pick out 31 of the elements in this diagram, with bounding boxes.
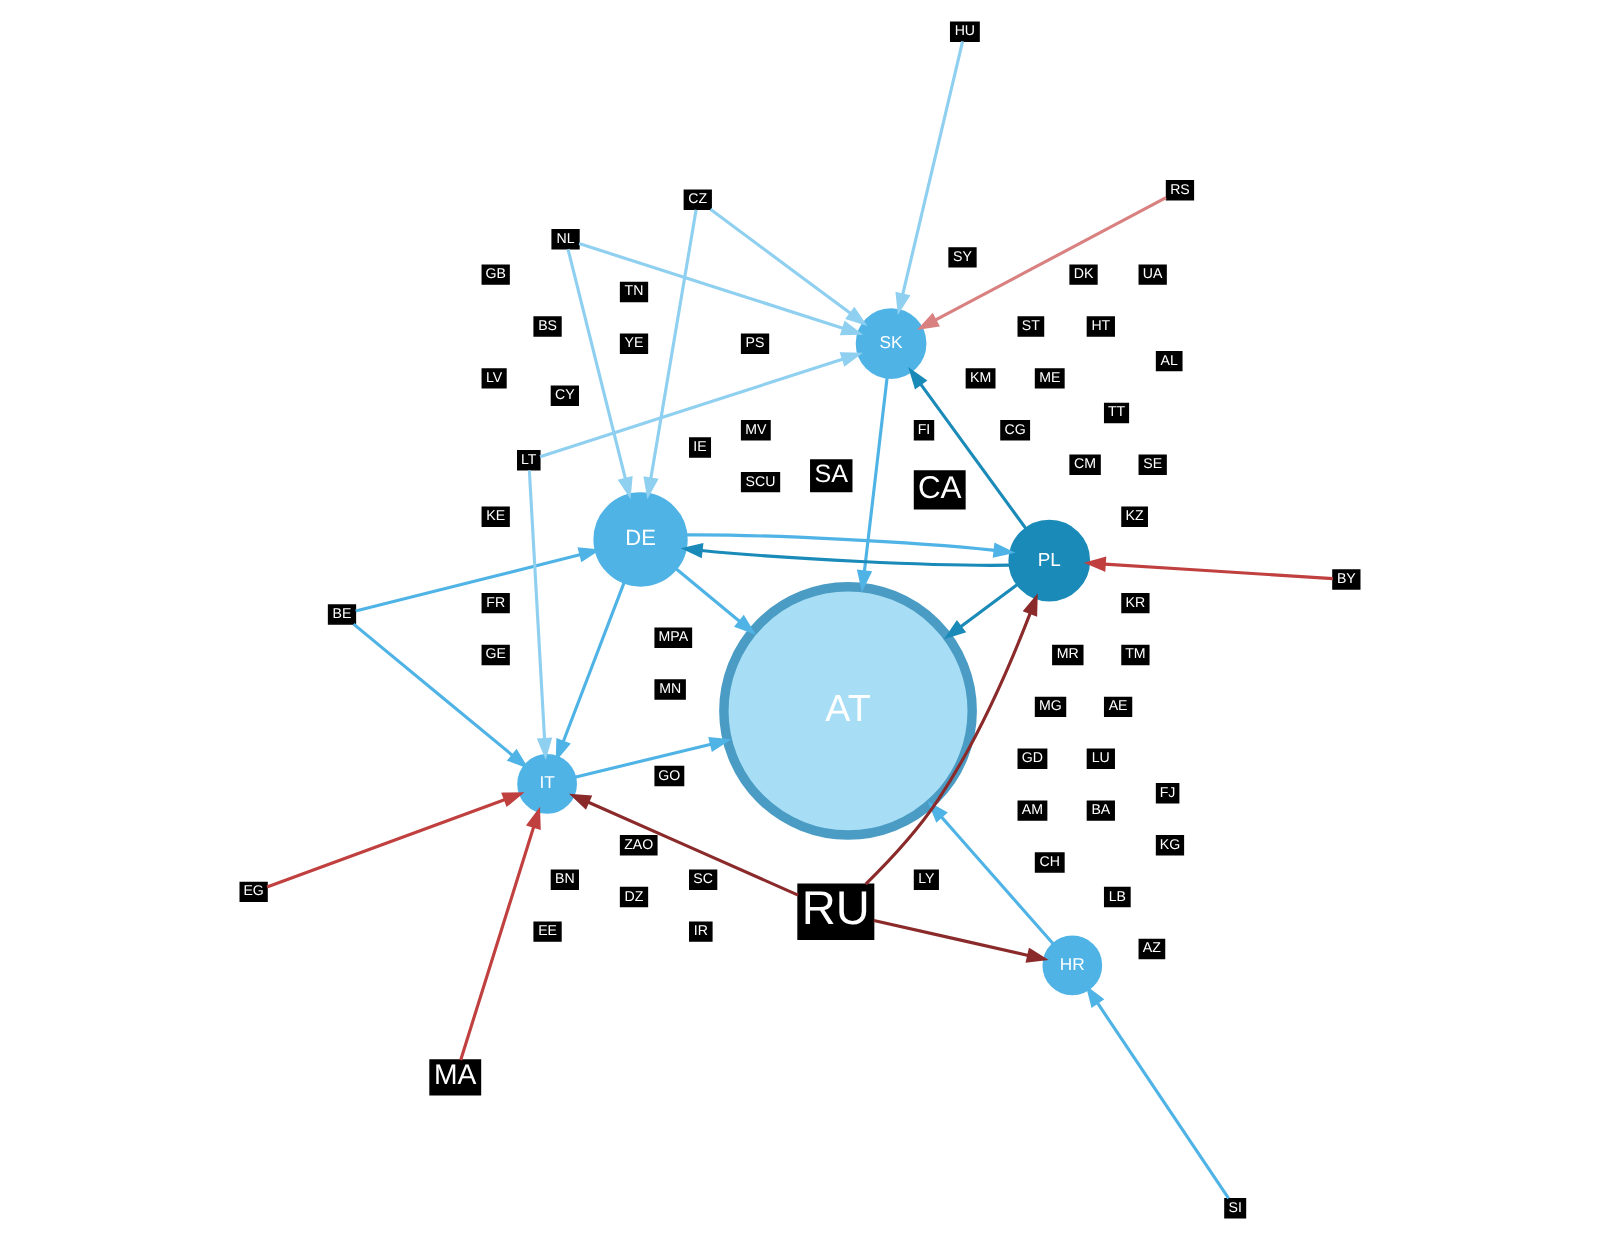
- arrow: [527, 470, 553, 761]
- arrow: [578, 242, 864, 336]
- arrow: [555, 581, 626, 762]
- node-box: SA: [810, 459, 853, 493]
- node-box: RU: [797, 883, 875, 941]
- node-circle: AT: [719, 582, 977, 840]
- arrow: [566, 248, 633, 500]
- arrow: [568, 793, 799, 897]
- node-circle: HR: [1042, 935, 1103, 996]
- node-circle: PL: [1008, 519, 1091, 602]
- arrow: [674, 567, 756, 635]
- arrow: [459, 806, 541, 1061]
- arrow: [1085, 985, 1230, 1200]
- arrow: [709, 208, 868, 326]
- arrow: [680, 542, 1010, 567]
- arrow: [643, 209, 698, 500]
- node-box: CA: [913, 470, 966, 510]
- arrow: [574, 736, 732, 779]
- arrow: [266, 792, 525, 889]
- arrow: [864, 593, 1038, 886]
- arrow: [873, 918, 1049, 963]
- arrow: [352, 622, 529, 769]
- node-circle: IT: [517, 754, 577, 814]
- arrow: [856, 377, 889, 593]
- arrow: [943, 583, 1019, 640]
- node-circle: SK: [855, 308, 927, 379]
- node-box: MA: [429, 1059, 482, 1096]
- arrow: [686, 533, 1016, 558]
- arrow: [895, 41, 965, 315]
- node-circle: DE: [593, 492, 688, 587]
- arrow: [1083, 556, 1333, 581]
